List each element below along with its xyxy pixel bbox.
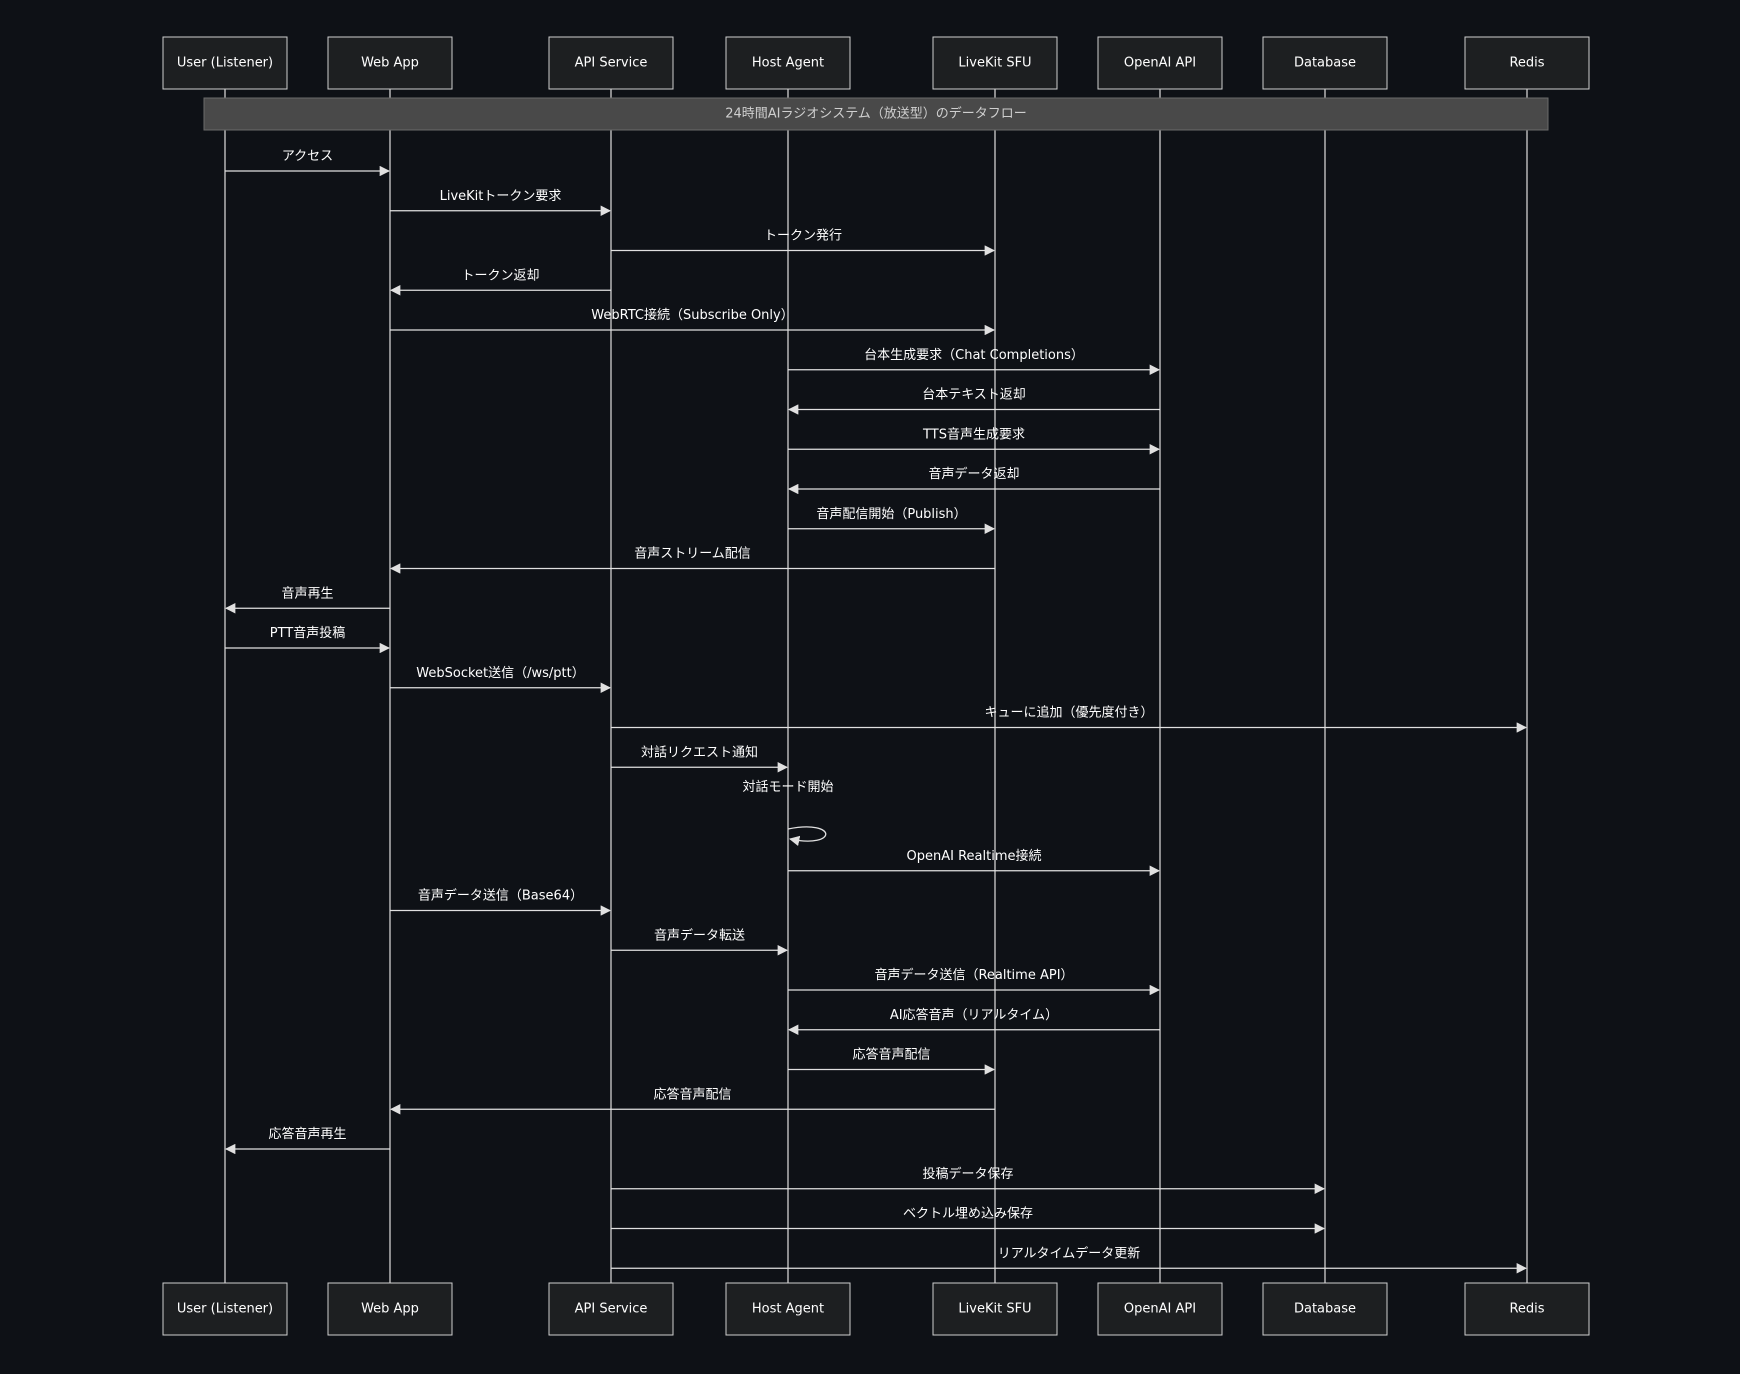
actor-box-openai-bottom: OpenAI API bbox=[1097, 1282, 1223, 1336]
message-21: AI応答音声（リアルタイム） bbox=[787, 1007, 1160, 1035]
actor-label-redis: Redis bbox=[1509, 56, 1544, 71]
lifelines bbox=[224, 89, 1528, 1283]
message-label-26: ベクトル埋め込み保存 bbox=[903, 1207, 1033, 1222]
message-label-16: 対話モード開始 bbox=[742, 779, 833, 795]
actor-label-sfu: LiveKit SFU bbox=[958, 56, 1031, 71]
actor-label-web: Web App bbox=[361, 56, 419, 71]
actor-box-db-top: Database bbox=[1262, 36, 1388, 90]
actor-box-redis-bottom: Redis bbox=[1464, 1282, 1590, 1336]
message-label-5: 台本生成要求（Chat Completions） bbox=[864, 348, 1084, 363]
message-22: 応答音声配信 bbox=[788, 1047, 996, 1075]
message-label-21: AI応答音声（リアルタイム） bbox=[890, 1007, 1058, 1023]
actor-label-openai: OpenAI API bbox=[1124, 1302, 1196, 1317]
message-17: OpenAI Realtime接続 bbox=[788, 848, 1161, 876]
message-26: ベクトル埋め込み保存 bbox=[611, 1207, 1326, 1234]
message-label-23: 応答音声配信 bbox=[653, 1086, 731, 1102]
message-16: 対話モード開始 bbox=[742, 779, 834, 846]
message-14: キューに追加（優先度付き） bbox=[611, 705, 1528, 733]
message-19: 音声データ転送 bbox=[611, 927, 789, 956]
actor-label-redis: Redis bbox=[1509, 1302, 1544, 1317]
message-label-8: 音声データ返却 bbox=[928, 466, 1019, 482]
actor-label-db: Database bbox=[1294, 1302, 1356, 1317]
title-note: 24時間AIラジオシステム（放送型）のデータフロー bbox=[203, 97, 1549, 131]
message-label-10: 音声ストリーム配信 bbox=[634, 546, 751, 562]
actor-box-db-bottom: Database bbox=[1262, 1282, 1388, 1336]
message-label-25: 投稿データ保存 bbox=[922, 1166, 1013, 1182]
actors: User (Listener)User (Listener)Web AppWeb… bbox=[162, 36, 1590, 1336]
message-5: 台本生成要求（Chat Completions） bbox=[788, 348, 1161, 375]
message-label-18: 音声データ送信（Base64） bbox=[418, 888, 583, 904]
actor-label-sfu: LiveKit SFU bbox=[958, 1302, 1031, 1317]
message-label-22: 応答音声配信 bbox=[852, 1047, 930, 1063]
message-7: TTS音声生成要求 bbox=[788, 426, 1161, 455]
actor-label-api: API Service bbox=[575, 56, 648, 71]
actor-box-user-bottom: User (Listener) bbox=[162, 1282, 288, 1336]
message-1: LiveKitトークン要求 bbox=[390, 189, 612, 216]
message-label-6: 台本テキスト返却 bbox=[922, 388, 1026, 403]
message-9: 音声配信開始（Publish） bbox=[788, 506, 996, 534]
actor-label-host: Host Agent bbox=[752, 1302, 824, 1317]
message-23: 応答音声配信 bbox=[389, 1086, 995, 1115]
actor-box-user-top: User (Listener) bbox=[162, 36, 288, 90]
actor-box-sfu-bottom: LiveKit SFU bbox=[932, 1282, 1058, 1336]
message-label-15: 対話リクエスト通知 bbox=[641, 744, 758, 760]
actor-label-api: API Service bbox=[575, 1302, 648, 1317]
message-3: トークン返却 bbox=[389, 268, 611, 296]
actor-box-web-bottom: Web App bbox=[327, 1282, 453, 1336]
message-25: 投稿データ保存 bbox=[611, 1166, 1326, 1194]
actor-box-redis-top: Redis bbox=[1464, 36, 1590, 90]
message-11: 音声再生 bbox=[224, 585, 390, 614]
message-13: WebSocket送信（/ws/ptt） bbox=[390, 666, 612, 693]
message-label-17: OpenAI Realtime接続 bbox=[907, 848, 1042, 864]
message-label-1: LiveKitトークン要求 bbox=[440, 189, 562, 204]
actor-label-user: User (Listener) bbox=[177, 56, 273, 71]
message-label-7: TTS音声生成要求 bbox=[922, 426, 1025, 442]
message-label-11: 音声再生 bbox=[281, 585, 333, 601]
actor-box-sfu-top: LiveKit SFU bbox=[932, 36, 1058, 90]
message-label-27: リアルタイムデータ更新 bbox=[998, 1245, 1141, 1261]
actor-label-db: Database bbox=[1294, 56, 1356, 71]
actor-box-api-bottom: API Service bbox=[548, 1282, 674, 1336]
message-0: アクセス bbox=[225, 149, 391, 177]
message-label-19: 音声データ転送 bbox=[654, 927, 745, 943]
message-label-13: WebSocket送信（/ws/ptt） bbox=[416, 666, 584, 681]
actor-label-user: User (Listener) bbox=[177, 1302, 273, 1317]
actor-box-host-top: Host Agent bbox=[725, 36, 851, 90]
actor-box-api-top: API Service bbox=[548, 36, 674, 90]
actor-label-host: Host Agent bbox=[752, 56, 824, 71]
message-label-2: トークン発行 bbox=[764, 229, 842, 244]
message-label-4: WebRTC接続（Subscribe Only） bbox=[591, 307, 793, 323]
actor-box-web-top: Web App bbox=[327, 36, 453, 90]
message-label-3: トークン返却 bbox=[461, 268, 539, 283]
message-label-0: アクセス bbox=[282, 149, 333, 164]
message-12: PTT音声投稿 bbox=[225, 625, 391, 654]
message-27: リアルタイムデータ更新 bbox=[611, 1245, 1528, 1274]
message-label-9: 音声配信開始（Publish） bbox=[816, 506, 966, 522]
actor-box-host-bottom: Host Agent bbox=[725, 1282, 851, 1336]
message-10: 音声ストリーム配信 bbox=[389, 546, 995, 574]
message-4: WebRTC接続（Subscribe Only） bbox=[390, 307, 996, 336]
message-label-14: キューに追加（優先度付き） bbox=[984, 705, 1153, 721]
message-18: 音声データ送信（Base64） bbox=[390, 888, 612, 916]
message-arrow-16 bbox=[787, 826, 827, 846]
title-note-text: 24時間AIラジオシステム（放送型）のデータフロー bbox=[725, 106, 1027, 122]
message-2: トークン発行 bbox=[611, 229, 996, 256]
actor-label-web: Web App bbox=[361, 1302, 419, 1317]
actor-label-openai: OpenAI API bbox=[1124, 56, 1196, 71]
message-label-12: PTT音声投稿 bbox=[270, 625, 346, 641]
message-label-24: 応答音声再生 bbox=[268, 1126, 346, 1142]
message-15: 対話リクエスト通知 bbox=[611, 744, 789, 773]
actor-box-openai-top: OpenAI API bbox=[1097, 36, 1223, 90]
message-8: 音声データ返却 bbox=[787, 466, 1160, 495]
message-6: 台本テキスト返却 bbox=[787, 388, 1160, 415]
message-24: 応答音声再生 bbox=[224, 1126, 390, 1155]
message-20: 音声データ送信（Realtime API） bbox=[788, 967, 1161, 996]
message-label-20: 音声データ送信（Realtime API） bbox=[874, 967, 1073, 983]
